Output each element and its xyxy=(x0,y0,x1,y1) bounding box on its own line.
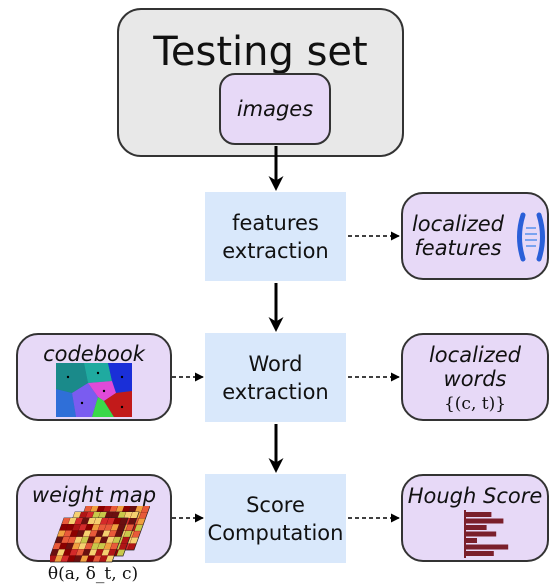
word-extraction-box: Word extraction xyxy=(205,333,346,422)
hough-bar xyxy=(465,512,492,517)
hough-bar xyxy=(465,518,504,524)
voronoi-codebook-icon xyxy=(56,363,132,417)
codebook-label: codebook xyxy=(43,342,145,366)
score-computation-box: Score Computation xyxy=(205,474,346,563)
hough-bar xyxy=(465,525,487,530)
images-node: images xyxy=(219,73,331,145)
weight-map-stack-icon xyxy=(50,506,150,563)
score-computation-label: Score Computation xyxy=(207,492,344,545)
weight-map-layer xyxy=(50,517,129,563)
features-extraction-box: features extraction xyxy=(205,192,346,281)
words-formula: {(c, t)} xyxy=(443,394,507,414)
localized-features-node: localized features xyxy=(401,192,549,280)
localized-features-label: localized features xyxy=(411,212,505,260)
weight-formula: θ(a, δ_t, c) xyxy=(47,564,139,584)
features-extraction-label: features extraction xyxy=(222,210,329,263)
word-extraction-label: Word extraction xyxy=(222,351,329,404)
images-label: images xyxy=(236,97,314,121)
localized-words-label: localized words xyxy=(428,343,522,391)
hough-bar xyxy=(465,531,497,537)
weight-map-label: weight map xyxy=(31,483,157,507)
hough-bar xyxy=(465,538,477,543)
hough-score-label: Hough Score xyxy=(407,484,543,508)
hough-score-node: Hough Score xyxy=(401,474,549,562)
localized-words-node: localized words {(c, t)} xyxy=(401,333,549,421)
weight-map-node: weight map xyxy=(16,474,172,563)
testing-set-title: Testing set xyxy=(153,29,368,75)
hough-bar xyxy=(465,544,509,550)
bracket-feature-icon xyxy=(517,212,545,262)
hough-score-bars-icon xyxy=(464,510,509,558)
codebook-node: codebook xyxy=(16,333,172,421)
hough-bar xyxy=(465,551,494,556)
